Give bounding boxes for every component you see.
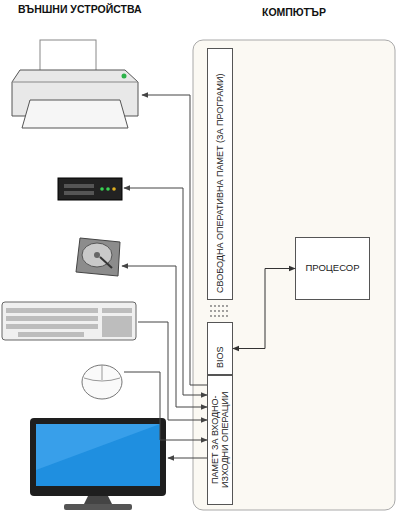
printer-tray — [22, 100, 128, 128]
bus-connector — [233, 269, 295, 349]
disk-wire — [122, 266, 207, 407]
printer-paper — [40, 40, 96, 74]
switch-body — [58, 178, 122, 200]
io-memory-box: ПАМЕТ ЗА ВХОДНО- ИЗХОДНИ ОПЕРАЦИИ — [207, 375, 233, 505]
monitor-icon — [30, 418, 166, 510]
switch-icon — [58, 178, 122, 200]
mouse-icon — [82, 365, 122, 399]
disk-case — [76, 238, 120, 276]
computer-case — [193, 40, 395, 510]
monitor-neck — [84, 496, 112, 504]
node-label: BIOS — [215, 329, 225, 368]
node-label: ПАМЕТ ЗА ВХОДНО- ИЗХОДНИ ОПЕРАЦИИ — [210, 382, 231, 498]
device-wires — [122, 95, 207, 458]
disk-platter — [82, 243, 112, 267]
printer-edge — [12, 82, 138, 83]
switch-ports — [64, 191, 94, 195]
monitor-frame — [30, 418, 166, 496]
switch-led — [106, 187, 110, 191]
node-label: ПРОЦЕСОР — [305, 263, 359, 274]
printer-wire — [142, 95, 207, 385]
node-label: СВОБОДНА ОПЕРАТИВНА ПАМЕТ (ЗА ПРОГРАМИ) — [215, 55, 225, 293]
column-heading: ВЪНШНИ УСТРОЙСТВА — [18, 3, 142, 15]
monitor-screen — [36, 424, 160, 486]
bios-box: BIOS — [207, 322, 233, 375]
keyboard-icon — [2, 302, 136, 340]
disk-spindle — [94, 252, 100, 258]
monitor-stand — [64, 504, 132, 510]
processor-box: ПРОЦЕСОР — [295, 237, 370, 300]
keyboard-keys — [6, 308, 132, 337]
section-heading: КОМПЮТЪР — [193, 6, 395, 18]
monitor-wire — [168, 458, 207, 459]
memory-gap-dots — [210, 305, 228, 317]
keyboard-body — [2, 302, 136, 340]
hard-disk-icon — [76, 238, 120, 276]
keyboard-wire — [138, 322, 207, 420]
switch-wire — [124, 188, 207, 395]
memory-box: СВОБОДНА ОПЕРАТИВНА ПАМЕТ (ЗА ПРОГРАМИ) — [207, 48, 233, 300]
printer-icon — [12, 40, 138, 128]
computer-box: КОМПЮТЪРСВОБОДНА ОПЕРАТИВНА ПАМЕТ (ЗА ПР… — [193, 40, 395, 510]
mouse-body — [82, 365, 122, 399]
switch-led — [112, 187, 116, 191]
switch-led — [100, 187, 104, 191]
switch-ports — [64, 184, 94, 188]
monitor-glare — [36, 424, 160, 470]
mouse-wire — [124, 372, 207, 440]
printer-led — [122, 74, 127, 79]
mouse-buttons — [84, 365, 120, 381]
disk-arm — [100, 257, 112, 268]
